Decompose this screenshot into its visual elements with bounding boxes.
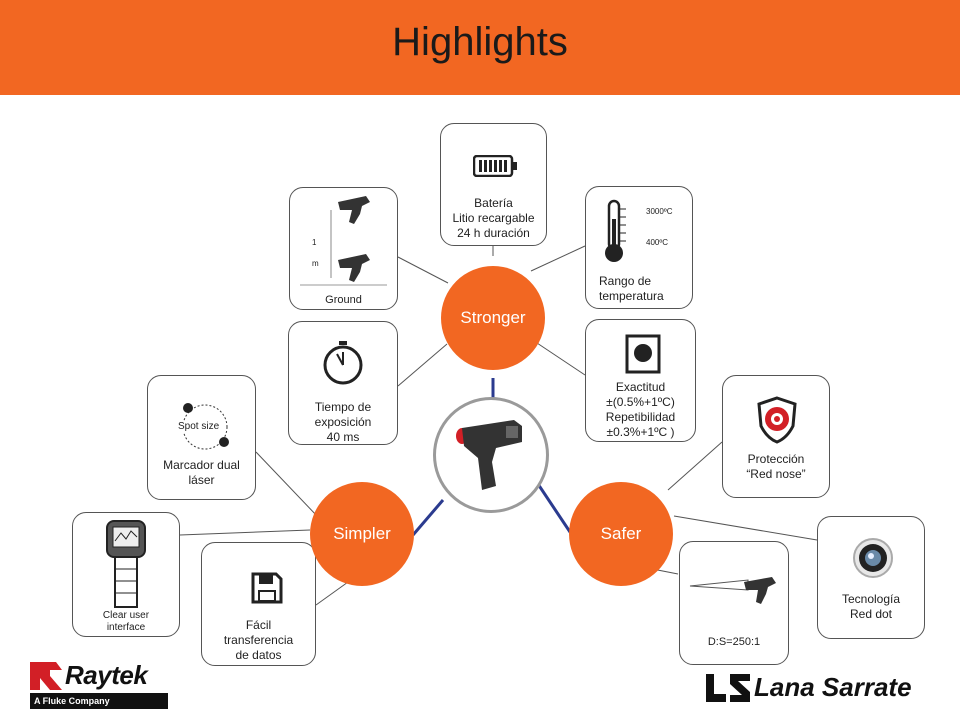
reddot-line-1: Tecnología	[841, 592, 901, 606]
reddot-line-2: Red dot	[849, 607, 893, 621]
shield-target-icon	[757, 396, 797, 444]
raytek-tagline: A Fluke Company	[30, 693, 168, 709]
raytek-mark-icon	[30, 662, 62, 690]
battery-icon	[473, 155, 517, 177]
raytek-wordmark: Raytek	[65, 660, 148, 690]
temperature-box: 3000ºC 400ºC Rango de temperatura	[585, 186, 693, 309]
battery-line-2: Litio recargable	[452, 211, 535, 225]
response-time-box: Tiempo de exposición 40 ms	[288, 321, 398, 445]
dual-laser-box: Spot size Marcador dual láser	[147, 375, 256, 500]
battery-line-3: 24 h duración	[457, 226, 530, 240]
temperature-line-1: Rango de	[599, 274, 652, 288]
interface-line-1: Clear user	[102, 610, 150, 621]
protection-line-2: “Red nose”	[746, 467, 806, 481]
temperature-high: 3000ºC	[646, 207, 673, 216]
dual-laser-icon	[182, 403, 229, 450]
product-center-circle	[433, 397, 549, 513]
thermometer-gun-bottom-icon	[338, 254, 370, 282]
laser-line-1: Marcador dual	[163, 458, 240, 472]
optics-beam-icon	[689, 577, 776, 604]
temperature-low: 400ºC	[646, 238, 669, 247]
transfer-line-2: transferencia	[223, 633, 294, 647]
laser-line-2: láser	[188, 473, 215, 487]
stopwatch-icon	[323, 341, 363, 385]
stronger-hub: Stronger	[441, 266, 545, 370]
optics-box: D:S=250:1	[679, 541, 789, 665]
spot-size-label: Spot size	[178, 421, 220, 432]
infrared-thermometer-icon	[456, 420, 522, 490]
distance-number: 1	[312, 238, 317, 247]
interface-box: Clear user interface	[72, 512, 180, 637]
target-spot-icon	[625, 334, 661, 374]
floppy-disk-icon	[251, 572, 283, 604]
response-line-2: exposición	[314, 415, 372, 429]
accuracy-line-2: ±(0.5%+1ºC)	[606, 395, 675, 409]
temperature-line-2: temperatura	[599, 289, 664, 303]
thermometer-icon	[605, 199, 626, 262]
page-title: Highlights	[392, 20, 568, 64]
accuracy-line-3: Repetibilidad	[605, 410, 676, 424]
header-bar: Highlights	[0, 0, 960, 95]
lana-sarrate-wordmark: Lana Sarrate	[754, 672, 912, 702]
red-dot-box: Tecnología Red dot	[817, 516, 925, 639]
response-line-3: 40 ms	[326, 430, 360, 444]
thermometer-gun-top-icon	[338, 196, 370, 224]
protection-line-1: Protección	[747, 452, 805, 466]
transfer-line-1: Fácil	[245, 618, 272, 632]
simpler-hub: Simpler	[310, 482, 414, 586]
battery-box: Batería Litio recargable 24 h duración	[440, 123, 547, 246]
distance-unit: m	[312, 259, 319, 268]
transfer-line-3: de datos	[235, 648, 282, 662]
data-transfer-box: Fácil transferencia de datos	[201, 542, 316, 666]
accuracy-line-4: ±0.3%+1ºC )	[606, 425, 675, 439]
mounting-box: 1 m Ground	[289, 187, 398, 310]
optics-ratio: D:S=250:1	[707, 636, 761, 648]
protection-box: Protección “Red nose”	[722, 375, 830, 498]
battery-line-1: Batería	[474, 196, 513, 210]
lens-icon	[853, 538, 893, 578]
handheld-device-icon	[106, 520, 146, 608]
ground-line	[300, 284, 387, 286]
accuracy-box: Exactitud ±(0.5%+1ºC) Repetibilidad ±0.3…	[585, 319, 696, 442]
distance-arrow	[330, 210, 332, 278]
response-line-1: Tiempo de	[314, 400, 372, 414]
ground-label: Ground	[325, 294, 362, 306]
safer-hub: Safer	[569, 482, 673, 586]
accuracy-line-1: Exactitud	[615, 380, 666, 394]
lana-sarrate-mark-icon	[706, 674, 750, 702]
interface-line-2: interface	[106, 622, 146, 633]
